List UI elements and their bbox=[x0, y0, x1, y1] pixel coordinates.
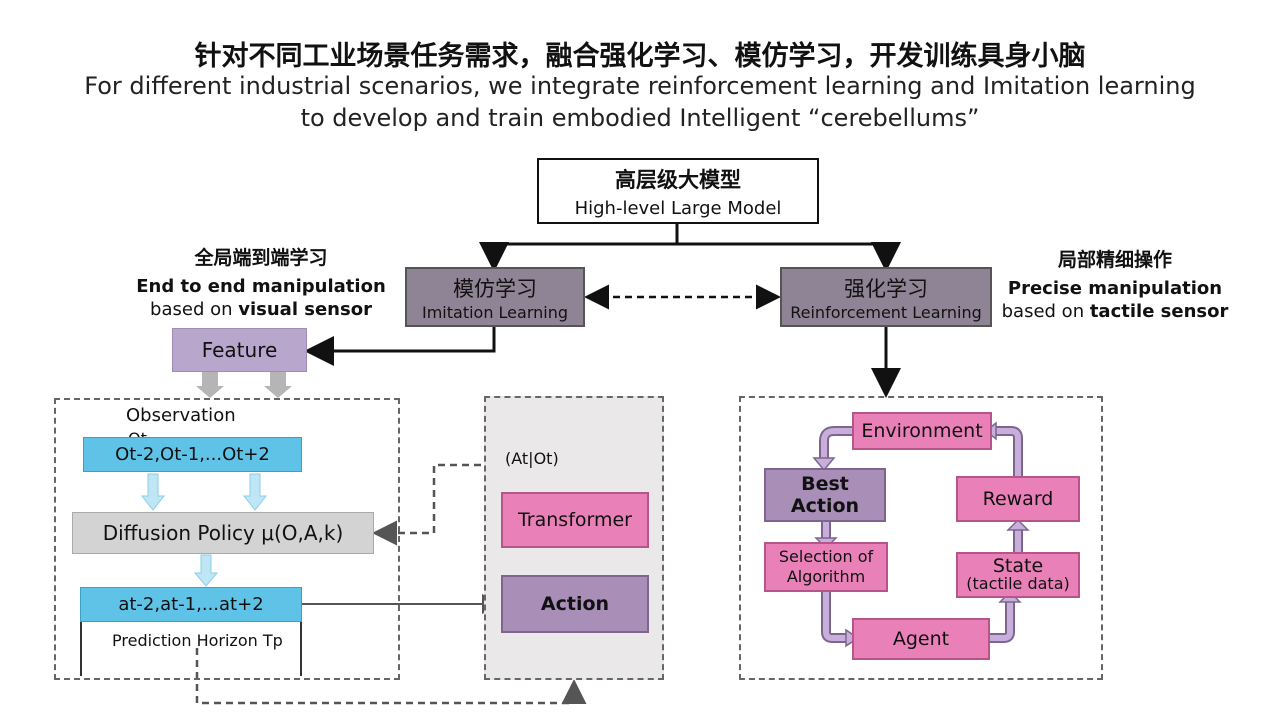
environment-box: Environment bbox=[852, 412, 992, 450]
connector-top bbox=[479, 224, 679, 272]
left-label-cn: 全局端到端学习 bbox=[194, 247, 328, 269]
right-label-cn: 局部精细操作 bbox=[1057, 249, 1172, 271]
diffusion-panel bbox=[54, 398, 400, 680]
conditional-label: (At|Ot) bbox=[505, 449, 559, 468]
reward-box: Reward bbox=[956, 476, 1080, 522]
rl-panel bbox=[739, 396, 1103, 680]
imitation-learning-box: 模仿学习 Imitation Learning bbox=[405, 267, 585, 327]
state-label: State bbox=[992, 555, 1044, 577]
obs-arrow-2 bbox=[242, 473, 268, 511]
action-sequence: at-2,at-1,...at+2 bbox=[80, 587, 302, 622]
obs-arrow-1 bbox=[140, 473, 166, 511]
imitation-en: Imitation Learning bbox=[421, 302, 569, 322]
diffusion-policy-box: Diffusion Policy μ(O,A,k) bbox=[72, 512, 374, 554]
right-side-label: 局部精细操作 Precise manipulation based on tac… bbox=[990, 245, 1240, 322]
observation-sequence: Ot-2,Ot-1,...Ot+2 bbox=[83, 437, 302, 472]
feature-arrow-1 bbox=[196, 372, 224, 398]
title-chinese: 针对不同工业场景任务需求，融合强化学习、模仿学习，开发训练具身小脑 bbox=[194, 41, 1086, 72]
feature-arrow-2 bbox=[264, 372, 292, 398]
imitation-cn: 模仿学习 bbox=[453, 276, 537, 301]
transformer-box: Transformer bbox=[501, 492, 649, 548]
observation-label: Observation bbox=[126, 405, 236, 426]
connector-top-right bbox=[677, 242, 901, 272]
reinforcement-learning-box: 强化学习 Reinforcement Learning bbox=[780, 267, 992, 327]
left-label-en2: based on visual sensor bbox=[150, 299, 372, 320]
rl-loop-arrowheads bbox=[812, 421, 1030, 648]
left-label-en1: End to end manipulation bbox=[136, 276, 386, 297]
high-level-model-cn: 高层级大模型 bbox=[615, 167, 741, 192]
feature-box: Feature bbox=[172, 328, 307, 372]
title-english: For different industrial scenarios, we i… bbox=[0, 70, 1280, 134]
prediction-horizon-bracket bbox=[80, 622, 302, 676]
title-english-line1: For different industrial scenarios, we i… bbox=[84, 72, 1196, 100]
left-side-label: 全局端到端学习 End to end manipulation based on… bbox=[120, 243, 402, 320]
best-action-box: Best Action bbox=[764, 468, 886, 522]
connector-il-feature bbox=[304, 327, 496, 366]
state-sub-label: (tactile data) bbox=[966, 574, 1070, 593]
right-label-en2: based on tactile sensor bbox=[1001, 301, 1229, 322]
reinforcement-cn: 强化学习 bbox=[844, 276, 928, 301]
high-level-model-en: High-level Large Model bbox=[574, 197, 782, 219]
diff-arrow bbox=[193, 554, 219, 587]
title-english-line2: to develop and train embodied Intelligen… bbox=[300, 104, 980, 132]
high-level-model-box: 高层级大模型 High-level Large Model bbox=[537, 158, 819, 224]
reinforcement-en: Reinforcement Learning bbox=[790, 302, 982, 322]
agent-box: Agent bbox=[852, 618, 990, 660]
prediction-horizon-label: Prediction Horizon Tp bbox=[112, 631, 283, 650]
state-box: State (tactile data) bbox=[956, 552, 1080, 598]
action-box: Action bbox=[501, 575, 649, 633]
right-label-en1: Precise manipulation bbox=[1007, 278, 1223, 299]
selection-algorithm-box: Selection of Algorithm bbox=[764, 542, 888, 592]
connector-bottom-loop bbox=[195, 648, 587, 705]
